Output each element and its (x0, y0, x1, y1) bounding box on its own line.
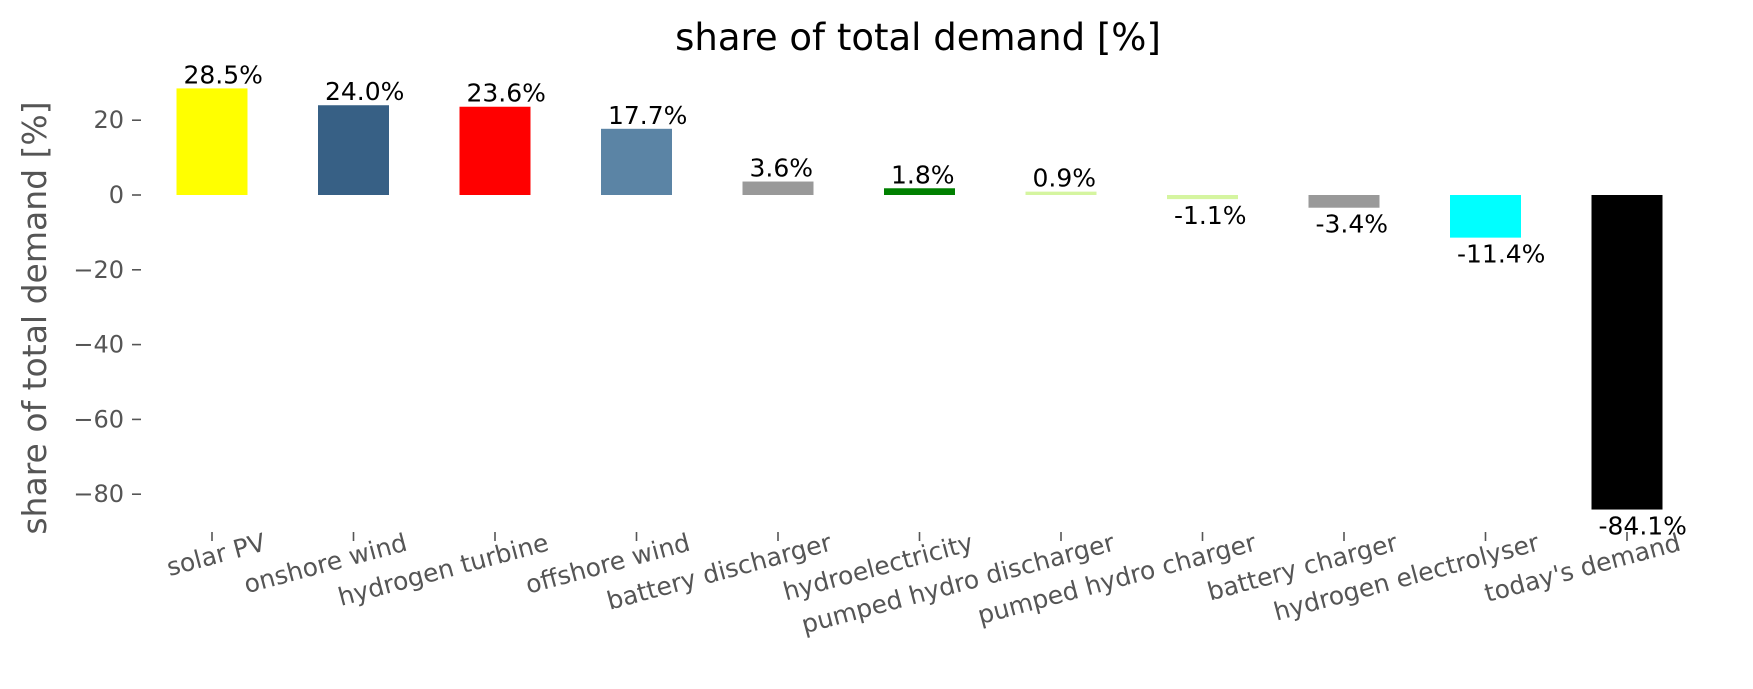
y-tick-label: −40 (73, 331, 124, 359)
bar-4 (742, 181, 814, 195)
y-tick-label: −80 (73, 480, 124, 508)
bar-0 (176, 88, 248, 195)
chart-title: share of total demand [%] (675, 16, 1161, 59)
bar-6 (1025, 191, 1097, 195)
data-label-6: 0.9% (1033, 164, 1097, 193)
data-label-2: 23.6% (467, 79, 546, 108)
data-label-10: -84.1% (1599, 512, 1687, 541)
bar-7 (1167, 195, 1238, 200)
bar-10 (1591, 195, 1663, 510)
data-label-0: 28.5% (184, 60, 263, 89)
bar-9 (1450, 195, 1521, 238)
bar-5 (884, 188, 955, 195)
data-label-8: -3.4% (1316, 210, 1389, 239)
bar-1 (318, 105, 389, 195)
y-tick-label: 20 (93, 106, 124, 134)
data-label-3: 17.7% (608, 101, 687, 130)
y-tick-label: −20 (73, 256, 124, 284)
y-axis-label: share of total demand [%] (15, 101, 54, 534)
bar-2 (459, 106, 531, 195)
y-tick-label: 0 (109, 181, 124, 209)
data-label-5: 1.8% (891, 160, 955, 189)
data-label-1: 24.0% (325, 77, 404, 106)
bar-8 (1308, 195, 1380, 208)
bar-3 (601, 128, 672, 195)
y-tick-label: −60 (73, 405, 124, 433)
y-axis-ticks: 20 0 −20 −40 −60 −80 (73, 106, 141, 508)
data-labels-group: 28.5% 24.0% 23.6% 17.7% 3.6% 1.8% 0.9% -1.1% -3.… (184, 60, 1687, 540)
data-label-9: -11.4% (1457, 240, 1545, 269)
data-label-4: 3.6% (750, 154, 814, 183)
data-label-7: -1.1% (1174, 201, 1247, 230)
bars-group (176, 88, 1663, 510)
